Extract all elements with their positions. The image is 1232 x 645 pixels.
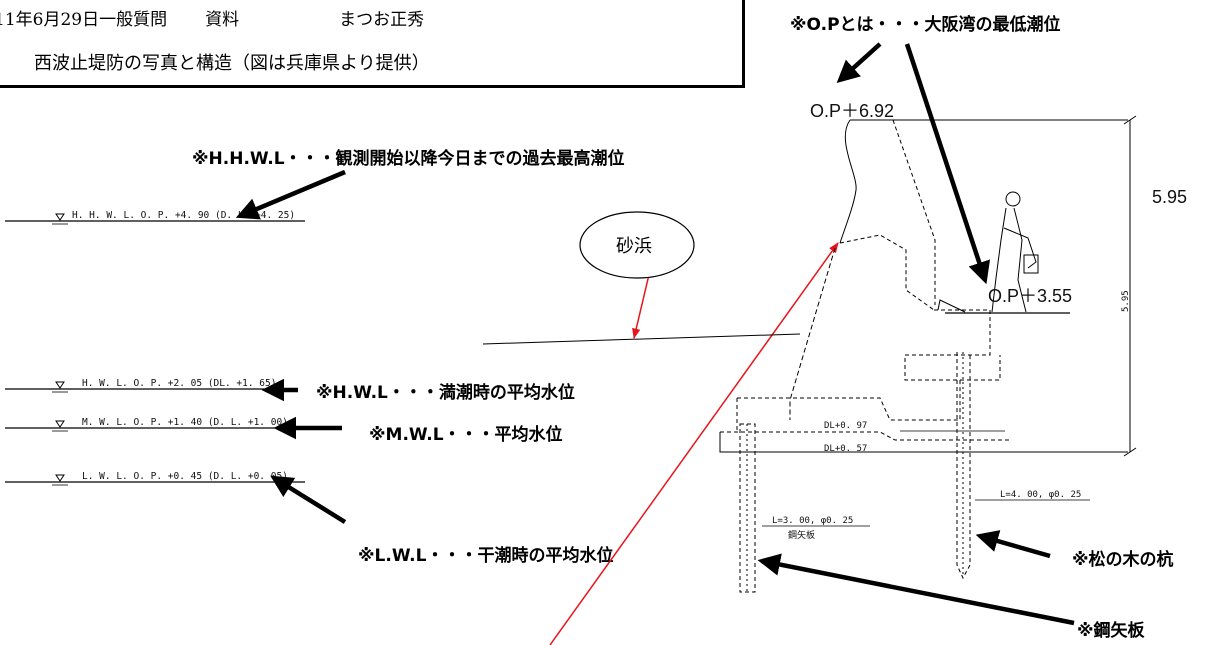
beach-ellipse (579, 211, 695, 279)
header-line1: 11年6月29日一般質問 資料 まつお正秀 (0, 5, 424, 30)
top-level-label: O.P＋6.92 (810, 101, 894, 121)
header-date: 11年6月29日一般質問 (0, 10, 168, 30)
header-material: 資料 (205, 10, 240, 30)
annotation-arrows (235, 42, 1075, 626)
note-mwl: ※M.W.L・・・平均水位 (369, 424, 563, 445)
hhwl-label: H. H. W. L. O. P. +4. 90 (D. L. +4. 25) (72, 210, 295, 221)
beach-ground-line (482, 333, 801, 345)
water-level-lwl: L. W. L. O. P. +0. 45 (D. L. +0. 05) (5, 471, 305, 486)
dl-lower-label: DL+0. 57 (824, 444, 867, 454)
note-hwl: ※H.W.L・・・満潮時の平均水位 (316, 382, 575, 403)
water-level-mwl: M. W. L. O. P. +1. 40 (D. L. +1. 00) (5, 417, 288, 432)
mwl-label: M. W. L. O. P. +1. 40 (D. L. +1. 00) (82, 417, 288, 428)
sheet-pile-label: L=3. 00, φ0. 25 (772, 516, 853, 526)
header-author: まつお正秀 (339, 10, 425, 30)
lwl-label: L. W. L. O. P. +0. 45 (D. L. +0. 05) (82, 471, 288, 482)
height-side-label: 5.95 (1121, 290, 1131, 312)
height-dimension (1123, 115, 1137, 457)
seawall-structure (719, 119, 1128, 593)
dl-upper-label: DL+0. 97 (824, 421, 867, 431)
note-op: ※O.Pとは・・・大阪湾の最低潮位 (790, 14, 1061, 35)
red-arrows (549, 242, 839, 645)
note-lwl: ※L.W.L・・・干潮時の平均水位 (358, 545, 613, 566)
note-hhwl: ※H.H.W.L・・・観測開始以降今日までの過去最高潮位 (192, 148, 625, 169)
water-level-hhwl: H. H. W. L. O. P. +4. 90 (D. L. +4. 25) (5, 210, 305, 225)
pine-pile-dimension: L=4. 00, φ0. 25 (975, 490, 1090, 501)
hwl-label: H. W. L. O. P. +2. 05 (DL. +1. 65) (82, 378, 276, 389)
header-box: 11年6月29日一般質問 資料 まつお正秀 西波止堤防の写真と構造（図は兵庫県より提… (0, 0, 745, 88)
sheet-pile-name: 鋼矢板 (788, 529, 815, 541)
pine-pile-label: L=4. 00, φ0. 25 (1000, 490, 1081, 500)
height-main-label: 5.95 (1152, 187, 1187, 207)
person-icon (991, 191, 1039, 313)
beach-label: 砂浜 (616, 236, 652, 257)
sheet-pile-dimension: L=3. 00, φ0. 25 鋼矢板 (762, 516, 870, 541)
note-pine-pile: ※松の木の杭 (1072, 549, 1174, 570)
walk-level-label: O.P＋3.55 (988, 286, 1072, 306)
note-steel-sheet: ※鋼矢板 (1077, 620, 1146, 641)
header-subtitle: 西波止堤防の写真と構造（図は兵庫県より提供） (34, 53, 430, 74)
water-level-hwl: H. W. L. O. P. +2. 05 (DL. +1. 65) (5, 378, 276, 393)
